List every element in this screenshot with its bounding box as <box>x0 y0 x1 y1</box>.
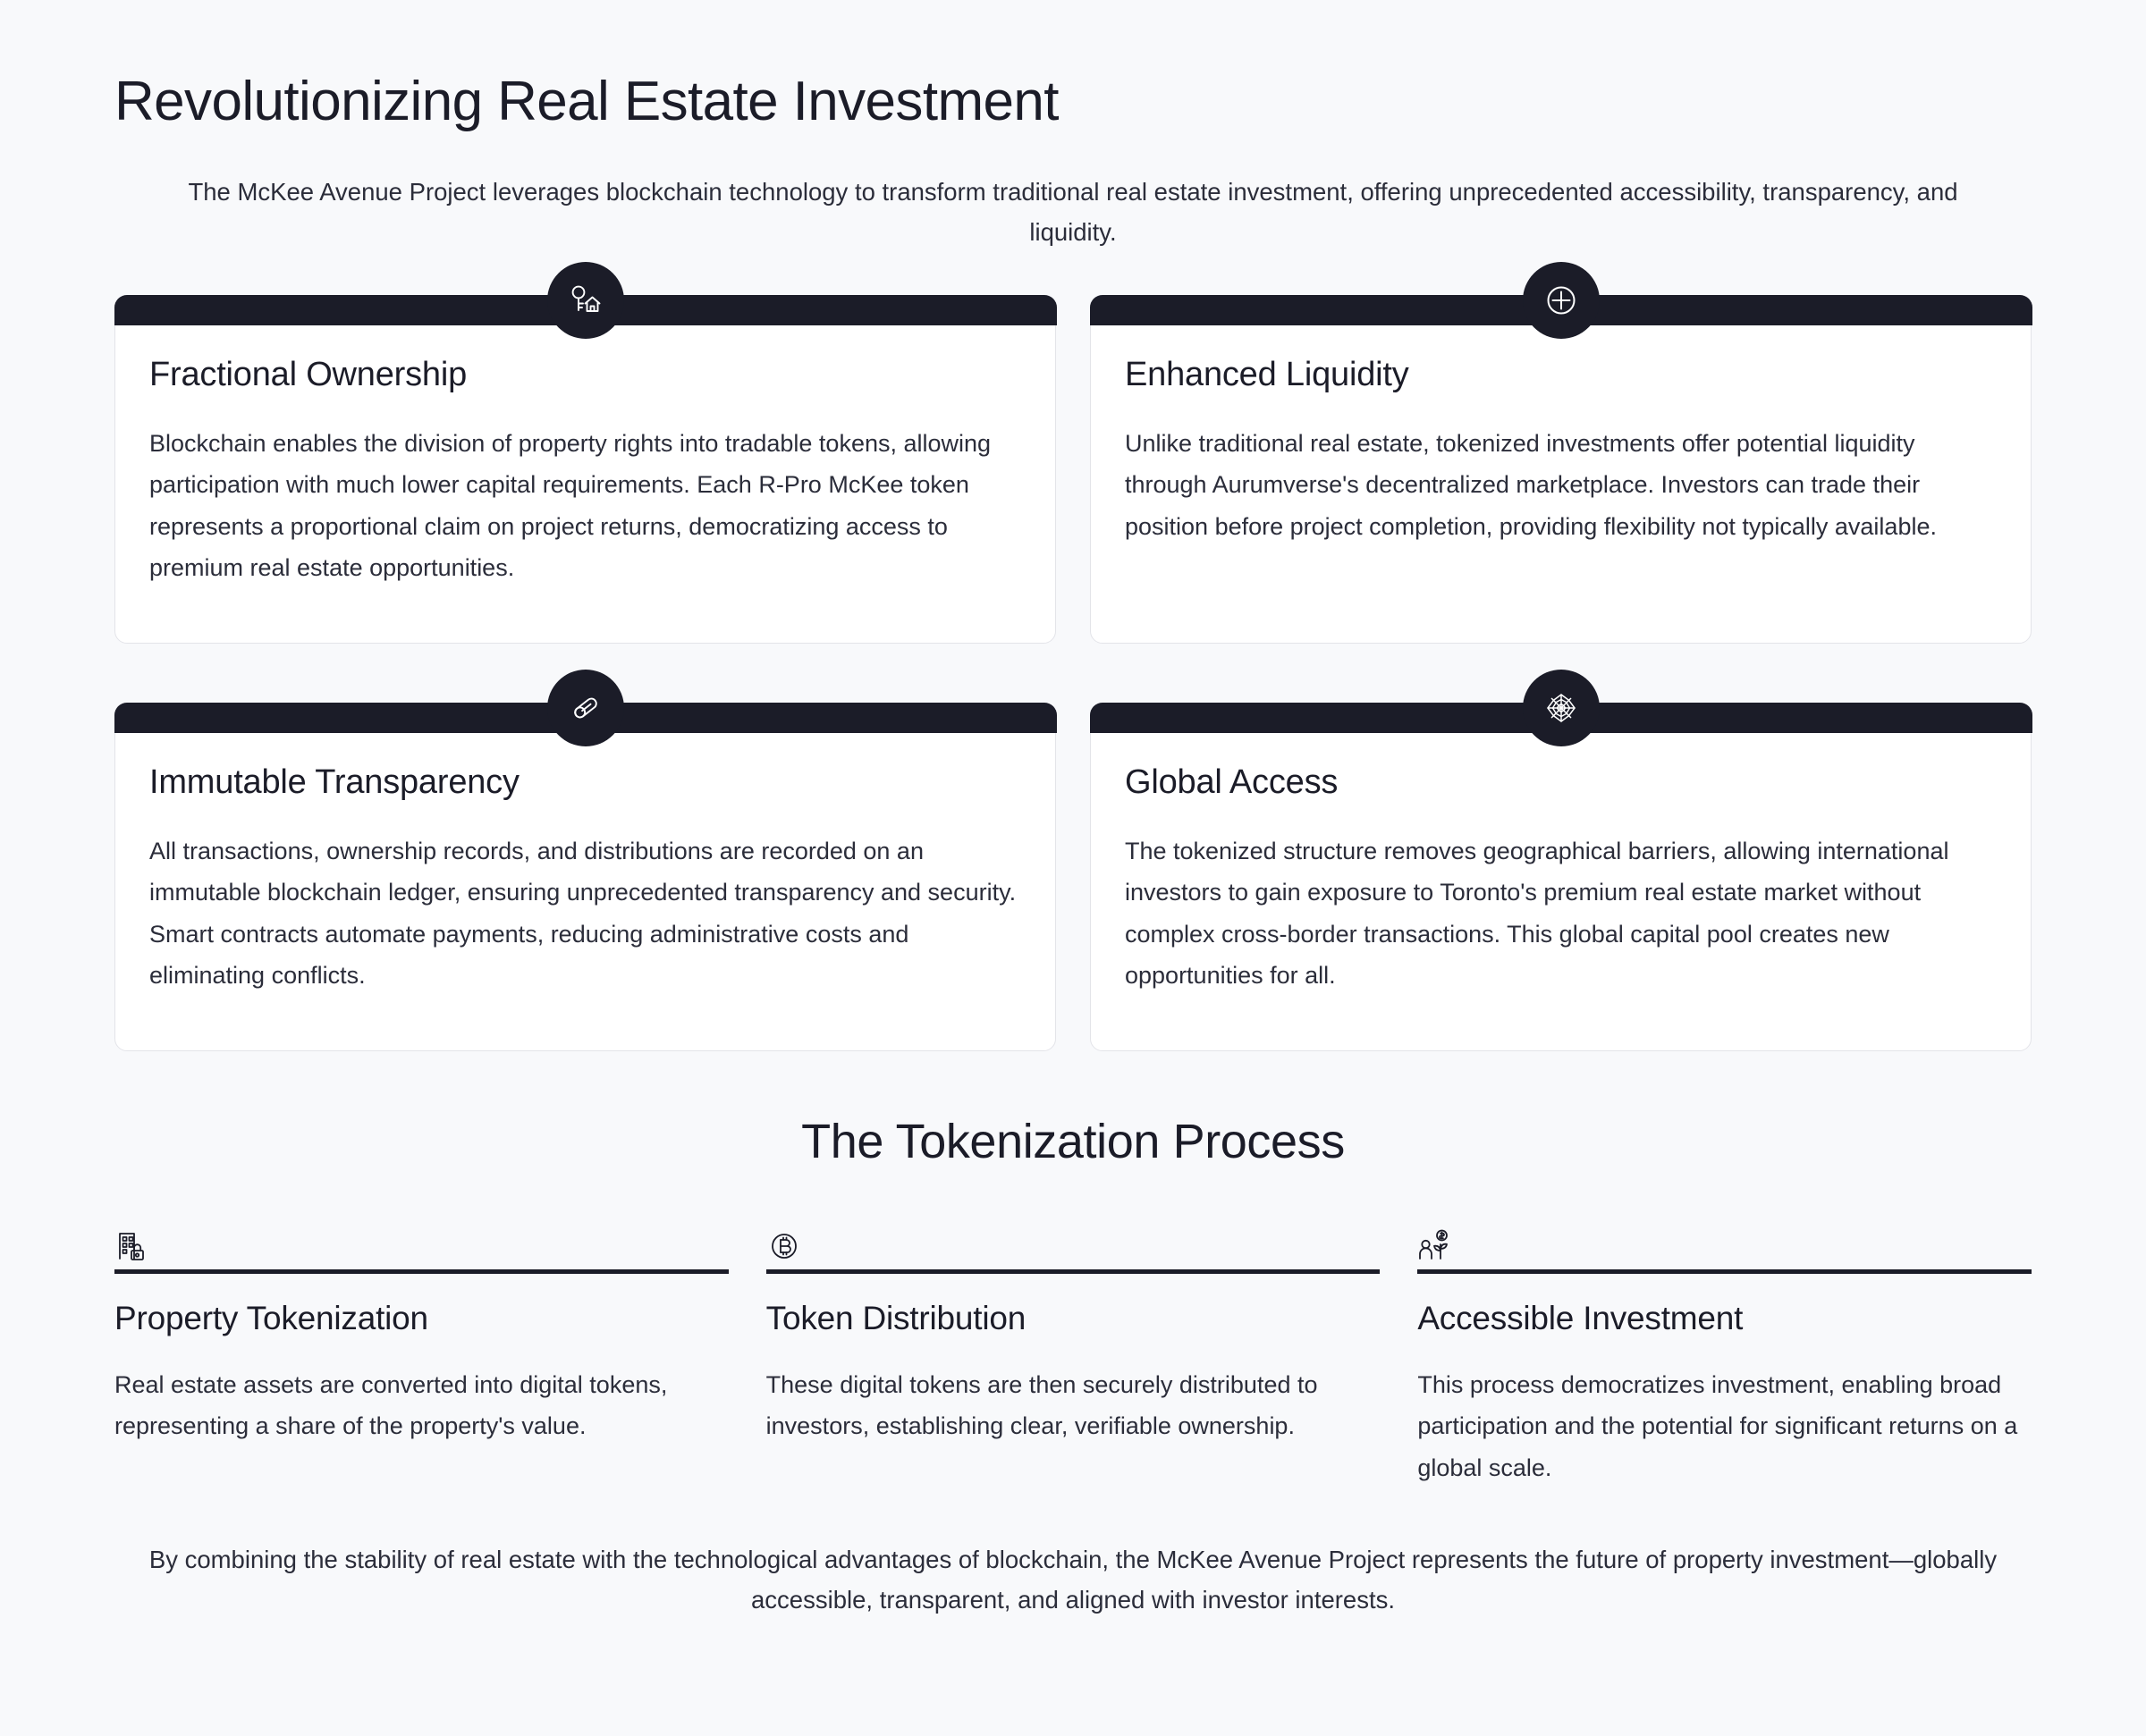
card-title: Enhanced Liquidity <box>1125 356 1409 394</box>
circle-plus-icon <box>1522 262 1600 340</box>
process-step-grid: Property Tokenization Real estate assets… <box>114 1221 2032 1488</box>
bitcoin-circle-icon <box>766 1221 1381 1262</box>
building-lock-icon <box>114 1221 729 1262</box>
step-rule <box>765 1269 1381 1275</box>
cylinder-ledger-icon <box>546 670 624 747</box>
step-title: Token Distribution <box>765 1300 1027 1337</box>
card-body: All transactions, ownership records, and… <box>149 837 1017 990</box>
process-step-token-distribution: Token Distribution These digital tokens … <box>765 1221 1381 1488</box>
feature-card-immutable-transparency[interactable]: Immutable Transparency All transactions,… <box>114 670 1057 1052</box>
step-rule <box>1417 1269 2032 1275</box>
step-title: Property Tokenization <box>114 1300 428 1337</box>
process-step-property-tokenization: Property Tokenization Real estate assets… <box>114 1221 729 1488</box>
step-rule <box>114 1269 729 1275</box>
page-subtitle: The McKee Avenue Project leverages block… <box>188 178 1958 246</box>
feature-card-global-access[interactable]: Global Access The tokenized structure re… <box>1089 670 2032 1052</box>
investor-money-plant-icon <box>1417 1221 2032 1262</box>
feature-card-grid: Fractional Ownership Blockchain enables … <box>114 262 2032 1052</box>
feature-card-enhanced-liquidity[interactable]: Enhanced Liquidity Unlike traditional re… <box>1089 262 2032 645</box>
card-body: Unlike traditional real estate, tokenize… <box>1125 429 1937 540</box>
card-title: Immutable Transparency <box>149 763 520 802</box>
page-title: Revolutionizing Real Estate Investment <box>114 71 1059 132</box>
card-body: The tokenized structure removes geograph… <box>1125 837 1949 990</box>
step-body: These digital tokens are then securely d… <box>765 1370 1318 1440</box>
card-title: Global Access <box>1125 763 1339 802</box>
process-section-heading: The Tokenization Process <box>801 1115 1345 1169</box>
step-title: Accessible Investment <box>1417 1300 1744 1337</box>
step-body: This process democratizes investment, en… <box>1417 1370 2018 1481</box>
card-body: Blockchain enables the division of prope… <box>149 429 992 582</box>
spider-web-network-icon <box>1522 670 1600 747</box>
process-step-accessible-investment: Accessible Investment This process democ… <box>1417 1221 2032 1488</box>
step-body: Real estate assets are converted into di… <box>114 1370 668 1440</box>
feature-card-fractional-ownership[interactable]: Fractional Ownership Blockchain enables … <box>114 262 1057 645</box>
page-footer-text: By combining the stability of real estat… <box>148 1546 1998 1614</box>
card-title: Fractional Ownership <box>149 356 468 394</box>
key-house-icon <box>546 262 624 340</box>
